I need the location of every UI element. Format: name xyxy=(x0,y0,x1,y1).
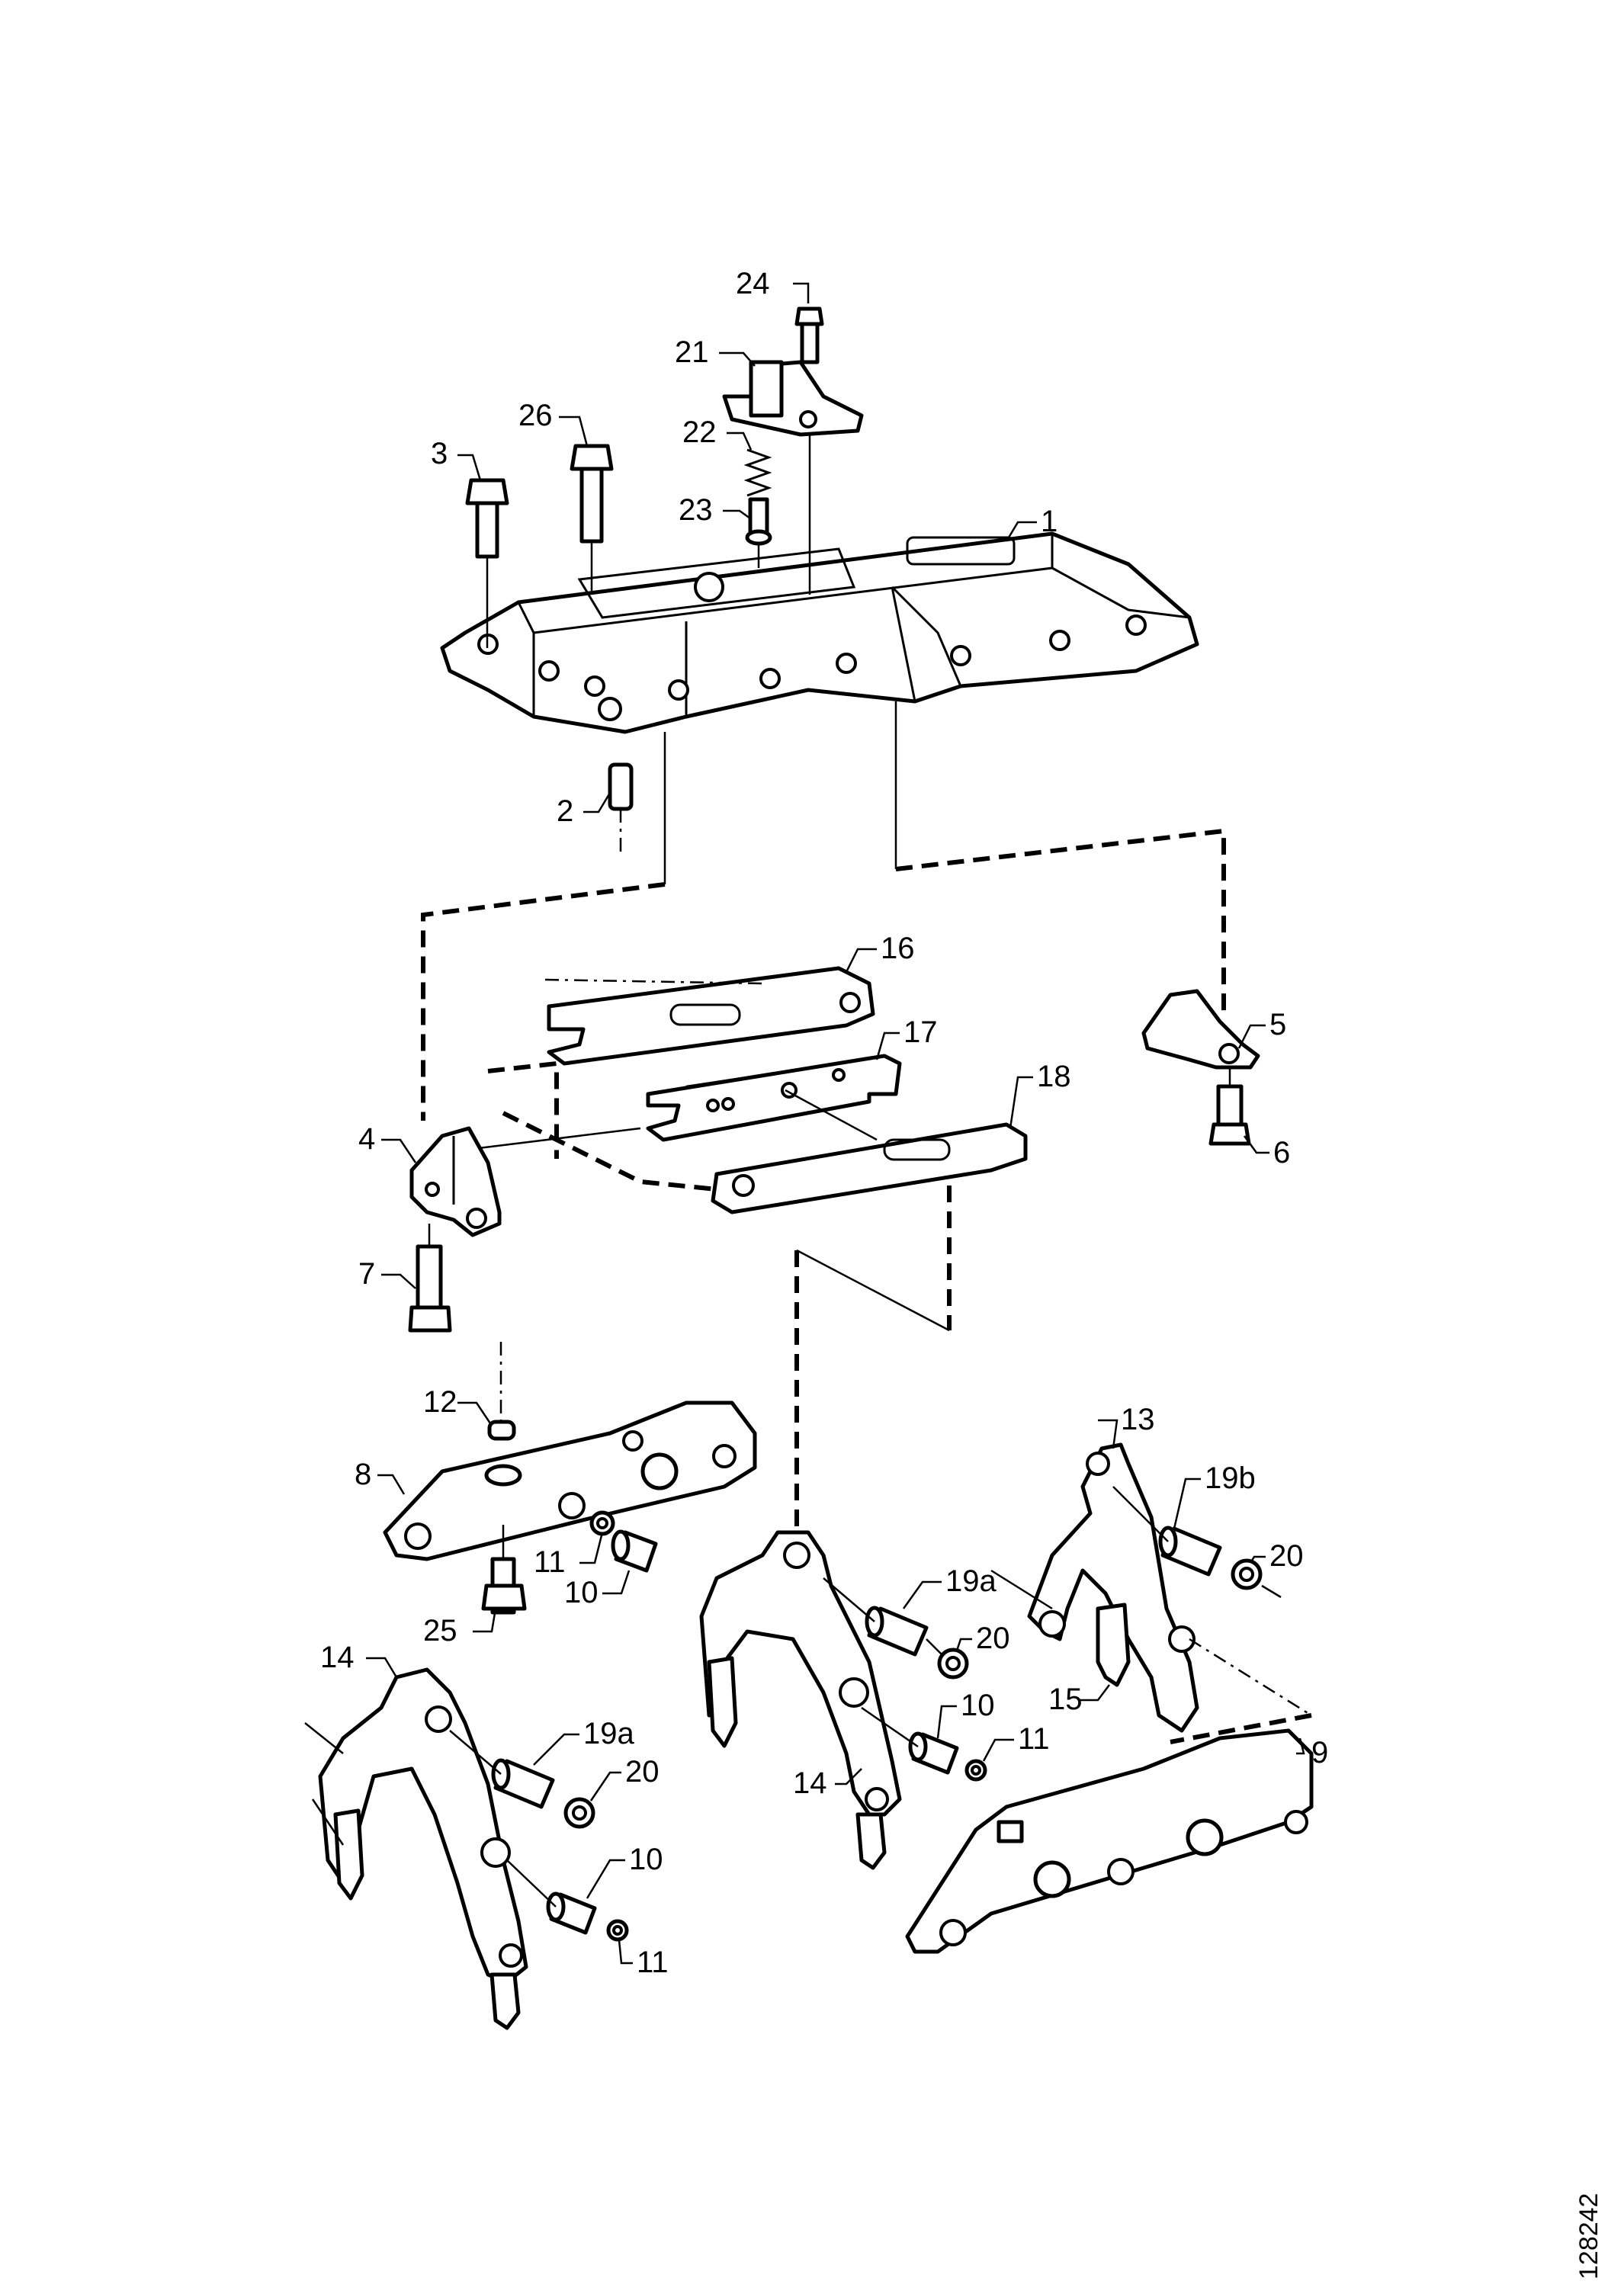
callout-19a-center: 19a xyxy=(945,1564,997,1598)
bracket-21 xyxy=(722,360,864,437)
bolt-7 xyxy=(408,1224,452,1333)
assembly-dashed-path-9 xyxy=(1170,1713,1312,1744)
callout-6: 6 xyxy=(1273,1136,1290,1169)
callout-25: 25 xyxy=(423,1614,457,1648)
selector-plate-17 xyxy=(646,1054,902,1142)
callout-1: 1 xyxy=(1041,505,1058,538)
callout-10-center: 10 xyxy=(961,1689,995,1722)
callout-leaders xyxy=(366,282,1305,1965)
bolt-26 xyxy=(570,444,614,591)
dowel-pin xyxy=(608,762,634,854)
callout-labels: 24 21 22 23 3 26 1 2 16 17 18 5 6 4 7 12… xyxy=(320,267,1328,1979)
shift-rail-8 xyxy=(383,1400,757,1561)
callout-21: 21 xyxy=(675,335,709,369)
assembly-dashed-path-left xyxy=(421,882,666,1121)
ring-20-right xyxy=(1231,1558,1282,1599)
callout-4: 4 xyxy=(358,1122,375,1156)
ring-11-upper xyxy=(589,1510,615,1536)
callout-23: 23 xyxy=(679,493,713,527)
callout-20-left: 20 xyxy=(625,1755,660,1789)
pin-19a-center xyxy=(823,1577,929,1657)
assembly-dashed-path-right xyxy=(895,828,1226,1014)
spring-22 xyxy=(743,448,772,497)
callout-20-right: 20 xyxy=(1269,1539,1304,1573)
callout-24: 24 xyxy=(736,267,770,300)
bolt-3 xyxy=(465,478,509,648)
bolt-25 xyxy=(481,1525,527,1615)
callout-10-left: 10 xyxy=(629,1843,663,1876)
pin-10-left xyxy=(506,1859,597,1935)
ring-11-center xyxy=(964,1759,987,1782)
gearbox-top-cover xyxy=(440,531,1199,734)
callout-15: 15 xyxy=(1048,1683,1083,1716)
pin-19a-left xyxy=(449,1730,555,1809)
bushing-12 xyxy=(487,1420,516,1441)
callout-13: 13 xyxy=(1121,1403,1155,1436)
callout-10-upper: 10 xyxy=(564,1576,599,1609)
shift-fork-14-left xyxy=(318,1667,528,2030)
callout-18: 18 xyxy=(1037,1060,1071,1093)
callout-26: 26 xyxy=(518,399,553,432)
plunger-23 xyxy=(745,497,772,568)
callout-12: 12 xyxy=(423,1385,457,1419)
callout-11-left: 11 xyxy=(637,1946,669,1979)
callout-16: 16 xyxy=(881,932,915,965)
shift-fork-13 xyxy=(1027,1442,1199,1733)
callout-7: 7 xyxy=(358,1257,375,1291)
shift-fork-14-center xyxy=(699,1530,902,1870)
selector-plate-16 xyxy=(547,966,875,1066)
callout-5: 5 xyxy=(1269,1008,1286,1041)
bracket-5 xyxy=(1141,989,1260,1070)
shift-rail-9 xyxy=(905,1728,1314,1954)
bracket-4 xyxy=(409,1126,502,1237)
ring-20-left xyxy=(563,1797,595,1829)
ring-11-left xyxy=(606,1919,629,1942)
callout-9: 9 xyxy=(1311,1736,1328,1769)
ring-20-center xyxy=(926,1638,969,1680)
callout-17: 17 xyxy=(903,1015,938,1049)
callout-19b: 19b xyxy=(1205,1461,1256,1495)
pin-10-center xyxy=(861,1706,959,1775)
callout-8: 8 xyxy=(355,1458,371,1491)
selector-plate-18 xyxy=(711,1122,1028,1214)
callout-3: 3 xyxy=(431,437,448,470)
callout-2: 2 xyxy=(557,794,573,828)
callout-14-left: 14 xyxy=(320,1641,355,1674)
bolt-6 xyxy=(1208,1067,1251,1146)
callout-22: 22 xyxy=(682,415,717,449)
callout-20-center: 20 xyxy=(976,1622,1010,1655)
shift-lug-15 xyxy=(1096,1603,1131,1687)
assembly-dashed-path-plate xyxy=(487,1060,559,1159)
callout-11-center: 11 xyxy=(1018,1722,1050,1756)
callout-14-center: 14 xyxy=(793,1766,827,1800)
pin-10-upper xyxy=(611,1529,658,1573)
pin-19b xyxy=(1112,1486,1222,1577)
screw-24 xyxy=(794,306,824,595)
callout-11-upper: 11 xyxy=(534,1545,566,1579)
figure-number: 128242 xyxy=(1574,2193,1603,2280)
callout-19a-left: 19a xyxy=(583,1717,634,1750)
